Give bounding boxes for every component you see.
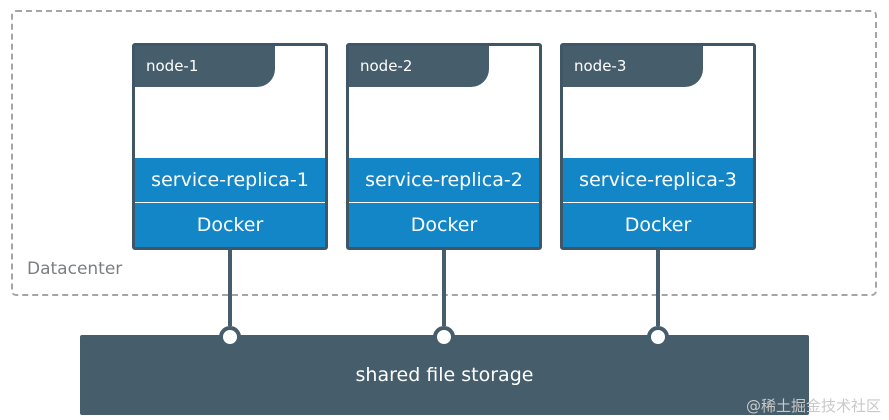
node-name: node-2 <box>349 46 489 87</box>
node-name: node-3 <box>563 46 703 87</box>
node-name: node-1 <box>135 46 275 87</box>
node-2-box: node-2 service-replica-2 Docker <box>346 43 542 250</box>
node-2-storage-connector <box>442 250 446 326</box>
connector-dot-2 <box>433 326 455 348</box>
connector-dot-3 <box>647 326 669 348</box>
service-replica-block: service-replica-3 <box>563 158 753 202</box>
node-1-box: node-1 service-replica-1 Docker <box>132 43 328 250</box>
watermark: @稀土掘金技术社区 <box>745 397 881 415</box>
docker-block: Docker <box>563 203 753 247</box>
docker-block: Docker <box>135 203 325 247</box>
node-3-box: node-3 service-replica-3 Docker <box>560 43 756 250</box>
connector-dot-1 <box>219 326 241 348</box>
service-replica-block: service-replica-2 <box>349 158 539 202</box>
service-replica-block: service-replica-1 <box>135 158 325 202</box>
node-3-storage-connector <box>656 250 660 326</box>
datacenter-label: Datacenter <box>27 259 123 279</box>
node-1-storage-connector <box>228 250 232 326</box>
shared-file-storage: shared file storage <box>80 335 809 415</box>
docker-block: Docker <box>349 203 539 247</box>
